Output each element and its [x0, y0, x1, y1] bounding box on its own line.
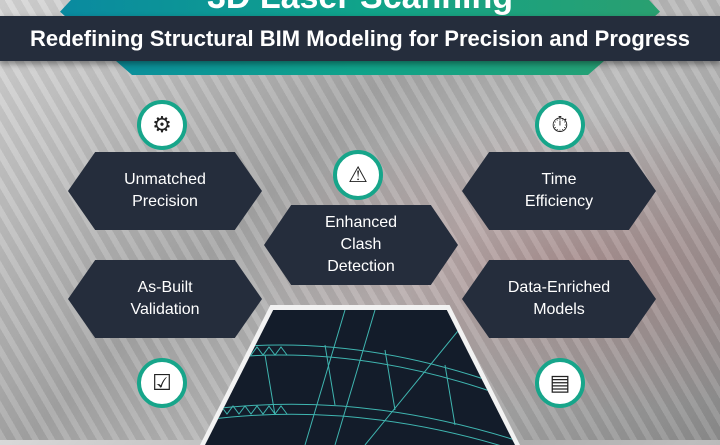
feature-label: Efficiency — [524, 193, 594, 210]
feature-label: Precision — [132, 193, 198, 210]
feature-enhanced-clash-detection: Enhanced Clash Detection — [264, 205, 458, 285]
feature-label: Validation — [130, 301, 200, 318]
feature-label: Enhanced — [324, 214, 398, 231]
feature-label: Unmatched — [124, 171, 206, 188]
feature-label: Data-Enriched — [507, 279, 611, 296]
clock-gear-icon: ⏱ — [535, 100, 585, 150]
feature-unmatched-precision: Unmatched Precision — [68, 152, 262, 230]
laser-scanner-icon: ⚙ — [137, 100, 187, 150]
page-title: 3D Laser Scanning — [0, 0, 720, 17]
feature-label: Clash — [340, 236, 382, 253]
feature-data-enriched-models: Data-Enriched Models — [462, 260, 656, 338]
feature-label: Time — [541, 171, 577, 188]
flowchart-icon: ▤ — [535, 358, 585, 408]
warning-search-icon: ⚠ — [333, 150, 383, 200]
feature-time-efficiency: Time Efficiency — [462, 152, 656, 230]
feature-as-built-validation: As-Built Validation — [68, 260, 262, 338]
feature-label: Detection — [327, 258, 395, 275]
checklist-search-icon: ☑ — [137, 358, 187, 408]
feature-label: Models — [533, 301, 585, 318]
feature-label: As-Built — [137, 279, 193, 296]
subtitle-banner: Redefining Structural BIM Modeling for P… — [0, 16, 720, 61]
